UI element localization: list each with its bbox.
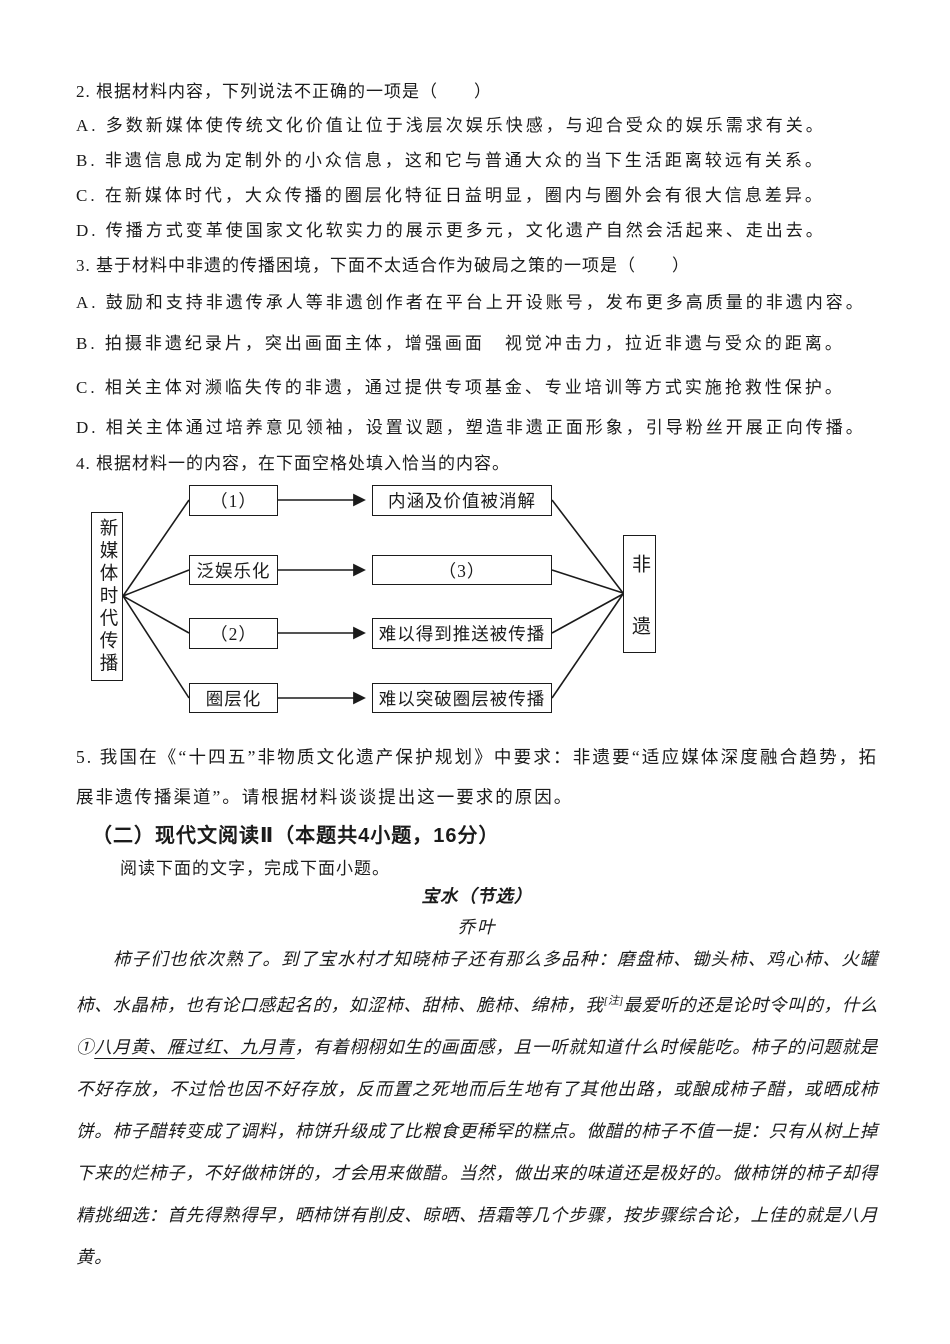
diagram-effect-4: 难以突破圈层被传播: [372, 683, 552, 713]
passage-author: 乔叶: [457, 916, 497, 937]
question-3-stem: 3. 基于材料中非遗的传播困境，下面不太适合作为破局之策的一项是（ ）: [76, 256, 690, 275]
diagram-target-node: 非 遗: [623, 535, 656, 653]
diagram-blank-3: （3）: [372, 555, 552, 585]
question-3-option-d: D. 相关主体通过培养意见领袖，设置议题，塑造非遗正面形象，引导粉丝开展正向传播…: [76, 417, 866, 437]
diagram-effect-1: 内涵及价值被消解: [372, 485, 552, 516]
diagram-target-label: 非 遗: [629, 553, 650, 647]
passage-title: 宝水（节选）: [421, 885, 533, 906]
question-2-stem: 2. 根据材料内容，下列说法不正确的一项是（ ）: [76, 81, 492, 101]
diagram-source-node: 新媒体时代传播: [91, 512, 123, 681]
passage-text-3: ，有着栩栩如生的画面感，且一听就知道什么时候能吃。柿子的问题就是不好存放，不过恰…: [76, 1037, 878, 1267]
diagram-cause-quanceng: 圈层化: [189, 683, 278, 713]
footnote-marker: [注]: [603, 995, 624, 1007]
section-2-intro: 阅读下面的文字，完成下面小题。: [120, 858, 390, 878]
question-2-option-d: D. 传播方式变革使国家文化软实力的展示更多元，文化遗产自然会活起来、走出去。: [76, 221, 826, 240]
question-4-stem: 4. 根据材料一的内容，在下面空格处填入恰当的内容。: [76, 453, 510, 473]
circled-number-marker: ①: [76, 1037, 95, 1057]
diagram-effect-3: 难以得到推送被传播: [372, 618, 552, 649]
section-2-header: （二）现代文阅读Ⅱ（本题共4小题，16分）: [92, 824, 500, 847]
question-2-option-b: B. 非遗信息成为定制外的小众信息，这和它与普通大众的当下生活距离较远有关系。: [76, 151, 825, 170]
question-2-option-a: A. 多数新媒体使传统文化价值让位于浅层次娱乐快感，与迎合受众的娱乐需求有关。: [76, 116, 826, 135]
passage-paragraph: 柿子们也依次熟了。到了宝水村才知晓柿子还有那么多品种：磨盘柿、锄头柿、鸡心柿、火…: [76, 938, 878, 1278]
passage-text-1: 柿子们也依次熟了。到了宝水村才知晓柿子还有那么多品种：磨盘柿、锄头柿、鸡心柿、火…: [76, 949, 878, 1015]
question-2-option-c: C. 在新媒体时代，大众传播的圈层化特征日益明显，圈内与圈外会有很大信息差异。: [76, 186, 825, 205]
exam-page: 2. 根据材料内容，下列说法不正确的一项是（ ） A. 多数新媒体使传统文化价值…: [0, 81, 950, 1278]
flow-lines: [122, 493, 624, 705]
diagram-cause-pan-yule: 泛娱乐化: [189, 555, 278, 585]
passage-text-2: 最爱听的还是论时令叫的，什么: [623, 995, 878, 1015]
question-5-stem: 5. 我国在《“十四五”非物质文化遗产保护规划》中要求：非遗要“适应媒体深度融合…: [76, 747, 878, 807]
question-3-option-c: C. 相关主体对濒临失传的非遗，通过提供专项基金、专业培训等方式实施抢救性保护。: [76, 377, 845, 397]
question-3-option-a: A. 鼓励和支持非遗传承人等非遗创作者在平台上开设账号，发布更多高质量的非遗内容…: [76, 293, 866, 312]
q4-flow-diagram: 新媒体时代传播 （1） 泛娱乐化 （2） 圈层化 内涵及价值被消解 （3） 难以…: [0, 479, 950, 725]
diagram-source-label: 新媒体时代传播: [97, 517, 117, 676]
diagram-blank-1: （1）: [189, 485, 278, 516]
question-3-option-b: B. 拍摄非遗纪录片，突出画面主体，增强画面 视觉冲击力，拉近非遗与受众的距离。: [76, 334, 845, 353]
underlined-phrase: 八月黄、雁过红、九月青: [94, 1037, 295, 1057]
diagram-blank-2: （2）: [189, 618, 278, 649]
